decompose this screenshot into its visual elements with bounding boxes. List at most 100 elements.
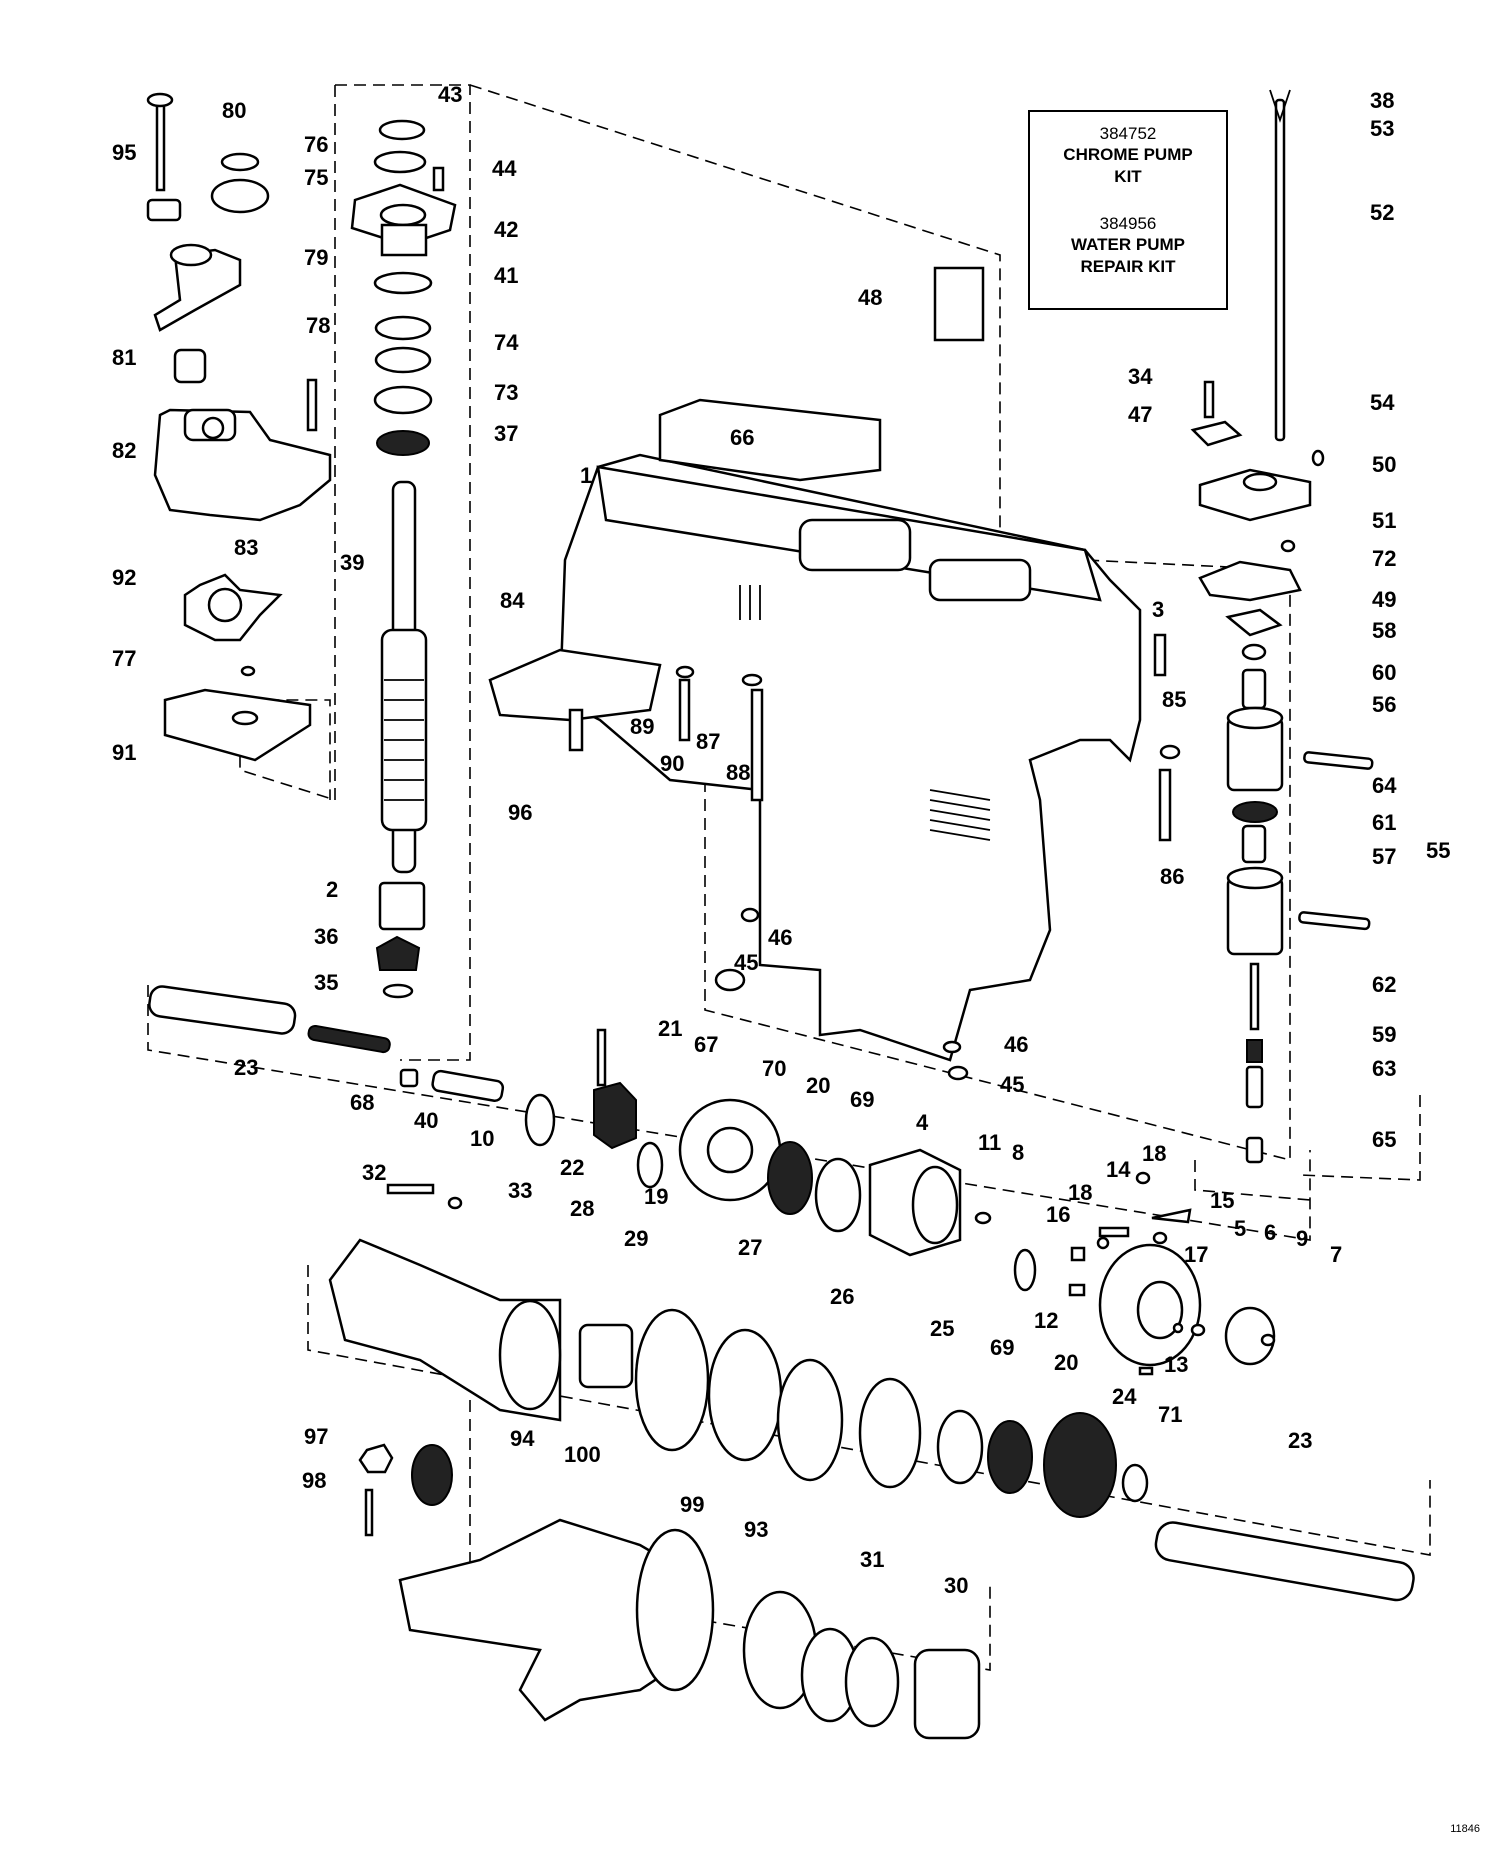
callout-c71: 71 [1158,1402,1182,1427]
plate-49 [1225,608,1283,637]
bearing-29 [578,1323,634,1389]
clutch-67 [593,1081,637,1150]
gear-24 [1043,1412,1117,1518]
callout-c68: 68 [350,1090,374,1115]
kit-number-2: 384956 [1099,214,1157,233]
callout-c4: 4 [916,1110,929,1135]
callout-c40: 40 [414,1108,438,1133]
cap-9 [1224,1306,1276,1366]
seal-64 [1232,801,1278,823]
callout-c57: 57 [1372,844,1396,869]
washer-87 [741,673,763,687]
kit-desc-2a: WATER PUMP [1071,235,1185,254]
callout-c56: 56 [1372,692,1396,717]
screen-48 [933,266,985,342]
spring-6 [1190,1323,1206,1337]
callout-c36: 36 [314,924,338,949]
callout-c74: 74 [494,330,519,355]
callout-c20a: 20 [806,1073,830,1098]
callout-c7: 7 [1330,1242,1342,1267]
callout-c30: 30 [944,1573,968,1598]
pin-13 [1138,1366,1154,1376]
callout-c12: 12 [1034,1308,1058,1333]
callout-c84: 84 [500,588,525,613]
nut-97 [358,1443,394,1474]
link-65 [1245,1136,1264,1164]
callout-c91: 91 [112,740,136,765]
callout-c23a: 23 [234,1055,258,1080]
plug-45b [947,1065,969,1081]
callout-c48: 48 [858,285,882,310]
callout-c82: 82 [112,438,136,463]
callout-c49: 49 [1372,587,1396,612]
callout-c27: 27 [738,1235,762,1260]
callout-c63: 63 [1372,1056,1396,1081]
callout-c14: 14 [1106,1157,1131,1182]
oring-8 [1013,1248,1037,1292]
callout-c85: 85 [1162,687,1186,712]
callout-c21: 21 [658,1016,682,1041]
callout-c26: 26 [830,1284,854,1309]
trim-tab-84 [488,648,662,722]
oring-27 [634,1308,710,1452]
callout-c6: 6 [1264,1220,1276,1245]
shaft-23b [1154,1521,1415,1602]
callout-c87: 87 [696,729,720,754]
callout-c88: 88 [726,760,750,785]
spacer-94 [411,1444,453,1506]
bearing-20a [767,1141,813,1215]
callout-c79: 79 [304,245,328,270]
callout-c39: 39 [340,550,364,575]
screw-96 [568,708,584,752]
clip-47 [1190,420,1243,447]
callout-c66: 66 [730,425,754,450]
screw-44 [432,166,445,192]
grommet-66 [658,398,882,482]
callout-c65: 65 [1372,1127,1396,1152]
plug-45a [714,968,746,992]
drive-shaft-column [350,119,457,999]
pin-55a [1303,751,1374,770]
callout-c97: 97 [304,1424,328,1449]
callout-c42: 42 [494,217,518,242]
ring-26a [707,1328,783,1462]
ring-26b [776,1358,844,1482]
screw-90 [678,678,691,742]
kit-number-1: 384752 [1099,124,1157,143]
washer-19 [636,1141,664,1189]
pin-15 [1151,1208,1192,1224]
cotter-98 [364,1488,374,1537]
oring-41 [373,271,433,295]
sleeve-63 [1245,1065,1264,1109]
bearing-20b [987,1420,1033,1494]
callout-c93: 93 [744,1517,768,1542]
gearcase-housing [488,266,1181,1081]
callout-c2: 2 [326,877,338,902]
callout-c1: 1 [580,463,592,488]
callout-c19: 19 [644,1184,668,1209]
callout-c52: 52 [1370,200,1394,225]
callout-c23b: 23 [1288,1428,1312,1453]
washer-85 [1159,744,1181,760]
clip-51 [1280,539,1296,553]
pin-21 [596,1028,607,1087]
callout-c8: 8 [1012,1140,1024,1165]
grommet-81 [173,348,207,384]
clip-95 [146,198,182,222]
seal-73 [373,385,433,415]
callout-c78: 78 [306,313,330,338]
cam-57 [1226,876,1284,956]
callout-c47: 47 [1128,402,1152,427]
seal-74b [374,346,432,374]
callout-c60: 60 [1372,660,1396,685]
callout-c11: 11 [978,1130,1001,1155]
seal-31b [844,1636,900,1728]
washer-33 [447,1196,463,1210]
callout-c46a: 46 [768,925,792,950]
callout-c62: 62 [1372,972,1396,997]
shift-linkage [1190,89,1374,1164]
prop-shaft-row [148,985,1037,1292]
callout-c5: 5 [1234,1216,1246,1241]
gearcase-1 [558,453,1142,1062]
bearing-2 [378,881,426,931]
